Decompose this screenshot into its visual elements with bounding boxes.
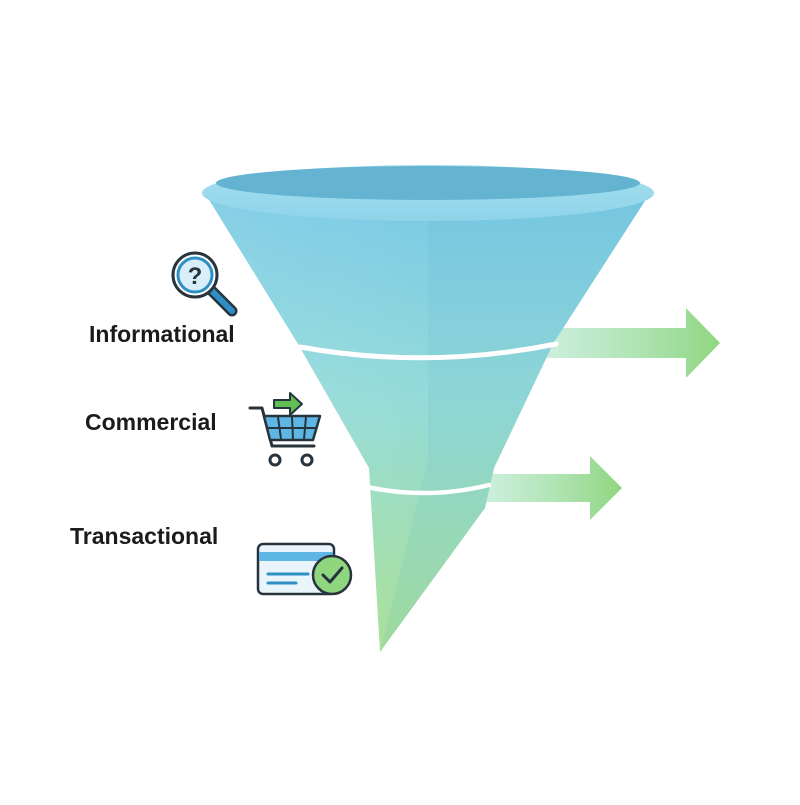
funnel-left-highlight: [203, 190, 428, 652]
stage-label-informational: Informational: [89, 321, 235, 347]
svg-text:?: ?: [188, 263, 203, 290]
funnel-rim-inner: [216, 166, 640, 200]
funnel-separator-1: [297, 341, 559, 361]
stage-label-transactional: Transactional: [70, 523, 218, 549]
stage-label-commercial: Commercial: [85, 409, 217, 435]
funnel-right-facet: [380, 190, 652, 652]
shopping-cart-arrow-icon: [248, 392, 322, 467]
arrow-informational: [540, 308, 720, 378]
arrow-commercial: [480, 456, 622, 520]
payment-card-check-icon: [256, 542, 353, 596]
funnel-separator-2: [364, 482, 492, 496]
magnifier-question-icon: ?: [171, 251, 238, 317]
